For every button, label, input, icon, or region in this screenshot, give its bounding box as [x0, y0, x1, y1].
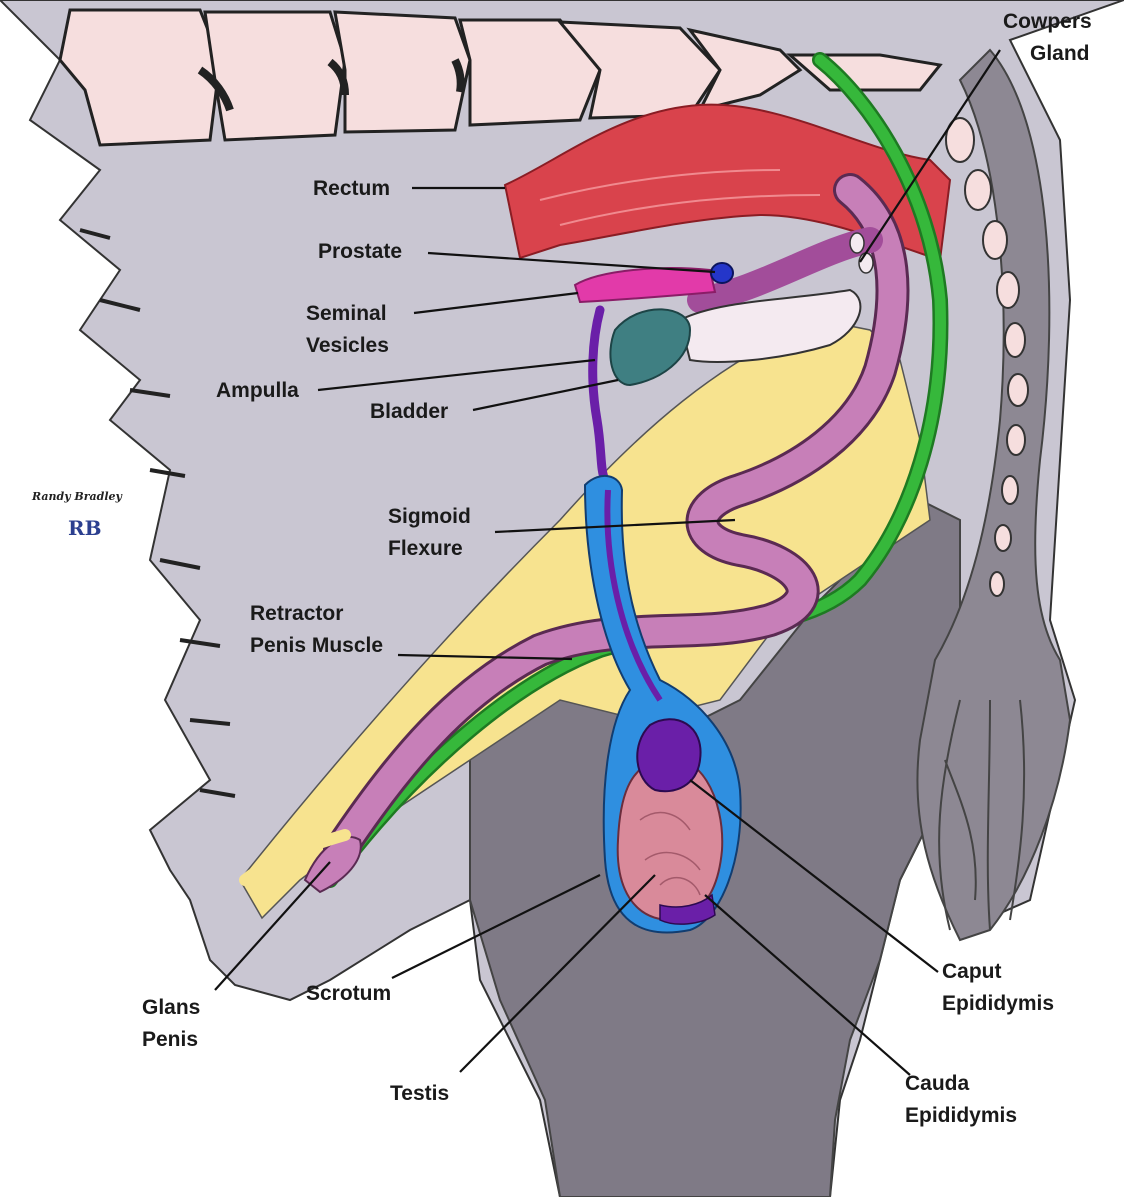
- label-prostate: Prostate: [318, 240, 402, 263]
- artist-signature: Randy Bradley RB: [31, 490, 124, 540]
- label-cowpers-line2: Gland: [1030, 42, 1090, 65]
- label-caput-line2: Epididymis: [942, 992, 1054, 1015]
- label-caput-line1: Caput: [942, 960, 1002, 983]
- label-seminal-line1: Seminal: [306, 302, 387, 325]
- label-sigmoid-line1: Sigmoid: [388, 505, 471, 528]
- signature-initials: RB: [68, 516, 102, 540]
- label-scrotum: Scrotum: [306, 982, 391, 1005]
- label-seminal-line2: Vesicles: [306, 334, 389, 357]
- label-rectum: Rectum: [313, 177, 390, 200]
- label-retractor-line2: Penis Muscle: [250, 634, 383, 657]
- label-sigmoid-line2: Flexure: [388, 537, 463, 560]
- label-cauda-line2: Epididymis: [905, 1104, 1017, 1127]
- label-testis: Testis: [390, 1082, 449, 1105]
- label-retractor-line1: Retractor: [250, 602, 343, 625]
- label-bladder: Bladder: [370, 400, 448, 423]
- label-ampulla: Ampulla: [216, 379, 299, 402]
- label-glans-line1: Glans: [142, 996, 200, 1019]
- label-cauda-line1: Cauda: [905, 1072, 970, 1095]
- label-cowpers-line1: Cowpers: [1003, 10, 1092, 33]
- label-glans-line2: Penis: [142, 1028, 198, 1051]
- signature-name: Randy Bradley: [31, 490, 124, 503]
